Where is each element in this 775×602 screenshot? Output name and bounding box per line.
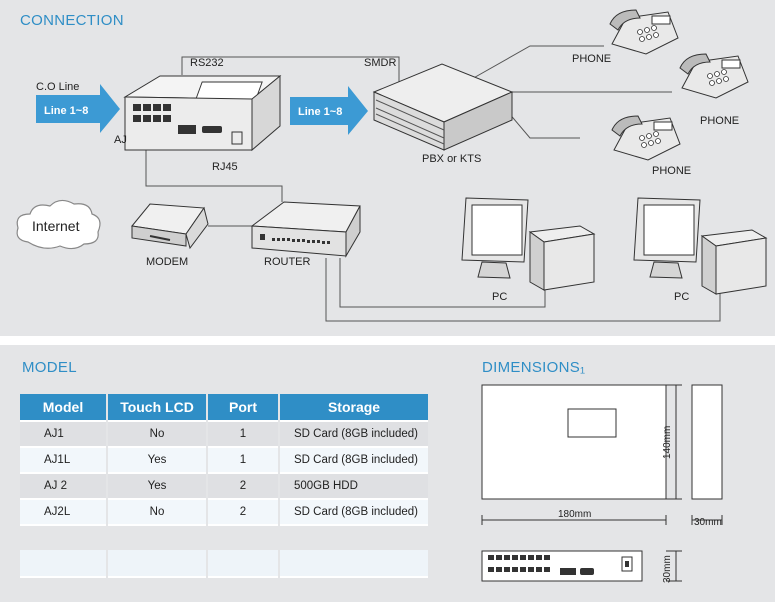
col-touch-lcd: Touch LCD — [108, 394, 206, 422]
dimension-lines — [481, 384, 723, 582]
table-gap — [20, 538, 428, 550]
co-line-label: C.O Line — [36, 81, 79, 93]
pc-1-label: PC — [492, 291, 507, 303]
dimensions-diagram: 180mm 30mm 140mm 30mm — [481, 384, 723, 583]
cell-touch-lcd: Yes — [108, 448, 206, 474]
height-label: 140mm — [662, 426, 673, 459]
aj-label: AJ — [114, 134, 127, 146]
internet-label: Internet — [32, 218, 80, 234]
phone-3-label: PHONE — [652, 165, 691, 177]
rs232-label: RS232 — [190, 57, 224, 69]
dimensions-title: DIMENSIONS₁ — [482, 359, 586, 376]
modem-device — [131, 203, 209, 250]
cell-storage: 500GB HDD — [280, 474, 428, 500]
cell-model: AJ 2 — [20, 474, 106, 500]
depth-label: 30mm — [694, 517, 722, 528]
phone-2-label: PHONE — [700, 115, 739, 127]
modem-label: MODEM — [146, 256, 188, 268]
table-row: AJ1L Yes 1 SD Card (8GB included) — [20, 448, 428, 474]
pbx-device — [372, 63, 514, 151]
router-device — [250, 201, 361, 258]
cell-storage: SD Card (8GB included) — [280, 448, 428, 474]
line-out-label: Line 1~8 — [298, 106, 342, 118]
connection-diagram: C.O Line Line 1~8 Line 1~8 RS232 SMDR AJ… — [16, 9, 768, 322]
rj45-label: RJ45 — [212, 161, 238, 173]
rs232-smdr-cable — [181, 56, 400, 88]
smdr-label: SMDR — [364, 57, 396, 69]
cell-touch-lcd: No — [108, 422, 206, 448]
line-in-label: Line 1~8 — [44, 105, 88, 117]
pbx-label: PBX or KTS — [422, 153, 481, 165]
model-title: MODEL — [22, 359, 77, 376]
cell-port: 2 — [208, 500, 278, 526]
phone-3 — [611, 115, 681, 161]
table-row: AJ2L No 2 SD Card (8GB included) — [20, 500, 428, 526]
connection-wires — [145, 45, 721, 322]
pc-1 — [461, 197, 596, 291]
cell-storage: SD Card (8GB included) — [280, 422, 428, 448]
width-label: 180mm — [558, 509, 591, 520]
col-port: Port — [208, 394, 278, 422]
pc-2-label: PC — [674, 291, 689, 303]
pc-2 — [633, 197, 768, 295]
table-header-row: Model Touch LCD Port Storage — [20, 394, 428, 422]
phone-1-label: PHONE — [572, 53, 611, 65]
line-out-arrow — [290, 86, 368, 135]
front-view — [481, 550, 643, 582]
cell-port: 1 — [208, 422, 278, 448]
phone-1 — [609, 9, 679, 55]
router-pc2-cable — [325, 258, 721, 322]
router-label: ROUTER — [264, 256, 311, 268]
col-storage: Storage — [280, 394, 428, 422]
cell-model: AJ2L — [20, 500, 106, 526]
phone-2 — [679, 53, 749, 99]
aj-router-cable — [145, 127, 283, 202]
connection-panel — [0, 0, 775, 336]
top-view — [481, 384, 667, 500]
phone3-line — [507, 111, 580, 139]
front-height-label: 30mm — [662, 555, 673, 583]
phone1-line — [469, 45, 604, 81]
router-pc1-cable — [339, 258, 546, 308]
table-row: AJ 2 Yes 2 500GB HDD — [20, 474, 428, 500]
internet-cloud-icon — [16, 199, 101, 250]
cell-touch-lcd: No — [108, 500, 206, 526]
col-model: Model — [20, 394, 106, 422]
cell-storage: SD Card (8GB included) — [280, 500, 428, 526]
aj-device — [123, 74, 282, 152]
side-view — [691, 384, 723, 500]
model-table: Model Touch LCD Port Storage AJ1 No 1 SD… — [18, 394, 430, 578]
cell-model: AJ1L — [20, 448, 106, 474]
table-empty-row — [20, 550, 428, 578]
table-row: AJ1 No 1 SD Card (8GB included) — [20, 422, 428, 448]
cell-touch-lcd: Yes — [108, 474, 206, 500]
cell-port: 2 — [208, 474, 278, 500]
cell-model: AJ1 — [20, 422, 106, 448]
connection-title: CONNECTION — [20, 12, 124, 29]
cell-port: 1 — [208, 448, 278, 474]
line-in-arrow — [36, 84, 120, 133]
